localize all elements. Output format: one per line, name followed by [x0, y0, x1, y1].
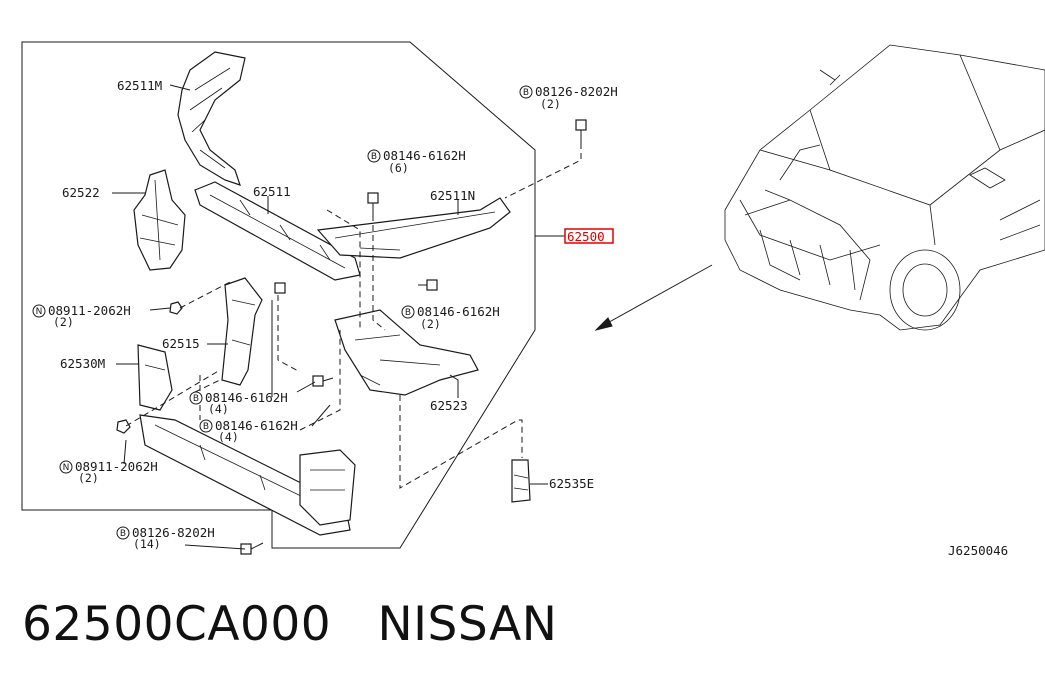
callout-62500-highlight: 62500 — [564, 228, 614, 244]
callout-08911-b: N 08911-2062H (2) — [59, 459, 158, 485]
bolt-08146-b — [418, 279, 438, 291]
callout-08146-a: B 08146-6162H (6) — [367, 148, 466, 175]
part-62522-side-bracket — [133, 169, 186, 271]
part-62530M-lower-bracket — [137, 344, 173, 411]
label-62515: 62515 — [162, 336, 200, 351]
part-62523-right-bracket — [334, 309, 479, 396]
callout-08911-a: N 08911-2062H (2) — [32, 303, 131, 329]
label-08146-b: 08146-6162H — [417, 304, 500, 319]
part-center-support — [299, 449, 356, 526]
bolt-symbol: B — [523, 88, 529, 98]
label-08146-d: 08146-6162H — [215, 418, 298, 433]
alignment-lines — [125, 143, 582, 489]
direction-arrow — [594, 264, 713, 331]
part-62535E-clip — [511, 459, 531, 503]
label-62530M: 62530M — [60, 356, 105, 371]
bolt-08146-d — [312, 375, 334, 387]
nut-08911-b — [116, 419, 131, 434]
callout-08126-top: B 08126-8202H (2) — [519, 84, 618, 111]
part-62511M-upper-support — [177, 51, 246, 186]
nut-08911-a — [169, 301, 183, 315]
label-08911-a: 08911-2062H — [48, 303, 131, 318]
qty-08146-d: (4) — [218, 430, 239, 444]
label-08146-a: 08146-6162H — [383, 148, 466, 163]
label-62500: 62500 — [567, 229, 605, 244]
leader-lines — [112, 84, 565, 550]
diagram-code: J6250046 — [948, 543, 1008, 558]
qty-08146-a: (6) — [388, 161, 409, 175]
callout-08146-c: B 08146-6162H (4) — [189, 390, 288, 416]
part-lower-cross-member — [139, 414, 351, 536]
label-62522: 62522 — [62, 185, 100, 200]
bolt-08126-top — [575, 119, 587, 143]
label-62511N: 62511N — [430, 188, 475, 203]
bolt-symbol: B — [371, 152, 377, 162]
part-62511N-upper-member-right — [316, 197, 511, 259]
label-08126-top: 08126-8202H — [535, 84, 618, 99]
label-62511M: 62511M — [117, 78, 162, 93]
parts-diagram: 62511M B 08126-8202H (2) B 08146-6162H (… — [21, 41, 1045, 558]
label-62511: 62511 — [253, 184, 291, 199]
label-08911-b: 08911-2062H — [75, 459, 158, 474]
qty-08911-a: (2) — [53, 315, 74, 329]
bolt-symbol: B — [193, 394, 199, 404]
qty-08126-bottom: (14) — [133, 537, 161, 551]
label-62535E: 62535E — [549, 476, 594, 491]
nut-symbol: N — [36, 307, 43, 317]
bolt-symbol: B — [405, 308, 411, 318]
bolt-08146-c — [274, 282, 286, 294]
callout-08146-b: B 08146-6162H (2) — [401, 304, 500, 331]
qty-08126-top: (2) — [540, 97, 561, 111]
bolt-symbol: B — [120, 529, 126, 539]
callout-08146-d: B 08146-6162H (4) — [199, 418, 298, 444]
label-08126-bottom: 08126-8202H — [132, 525, 215, 540]
part-62515-side-member — [221, 277, 263, 386]
qty-08146-b: (2) — [420, 317, 441, 331]
bolt-symbol: B — [203, 422, 209, 432]
label-08146-c: 08146-6162H — [205, 390, 288, 405]
nut-symbol: N — [63, 463, 70, 473]
bolt-08146-a — [367, 192, 379, 215]
qty-08146-c: (4) — [208, 402, 229, 416]
label-62523: 62523 — [430, 398, 468, 413]
assembly-boundary — [21, 41, 536, 549]
part-number-caption: 62500CA000 NISSAN — [22, 597, 558, 652]
vehicle-illustration — [724, 44, 1045, 331]
qty-08911-b: (2) — [78, 471, 99, 485]
callout-08126-bottom: B 08126-8202H (14) — [116, 525, 215, 551]
